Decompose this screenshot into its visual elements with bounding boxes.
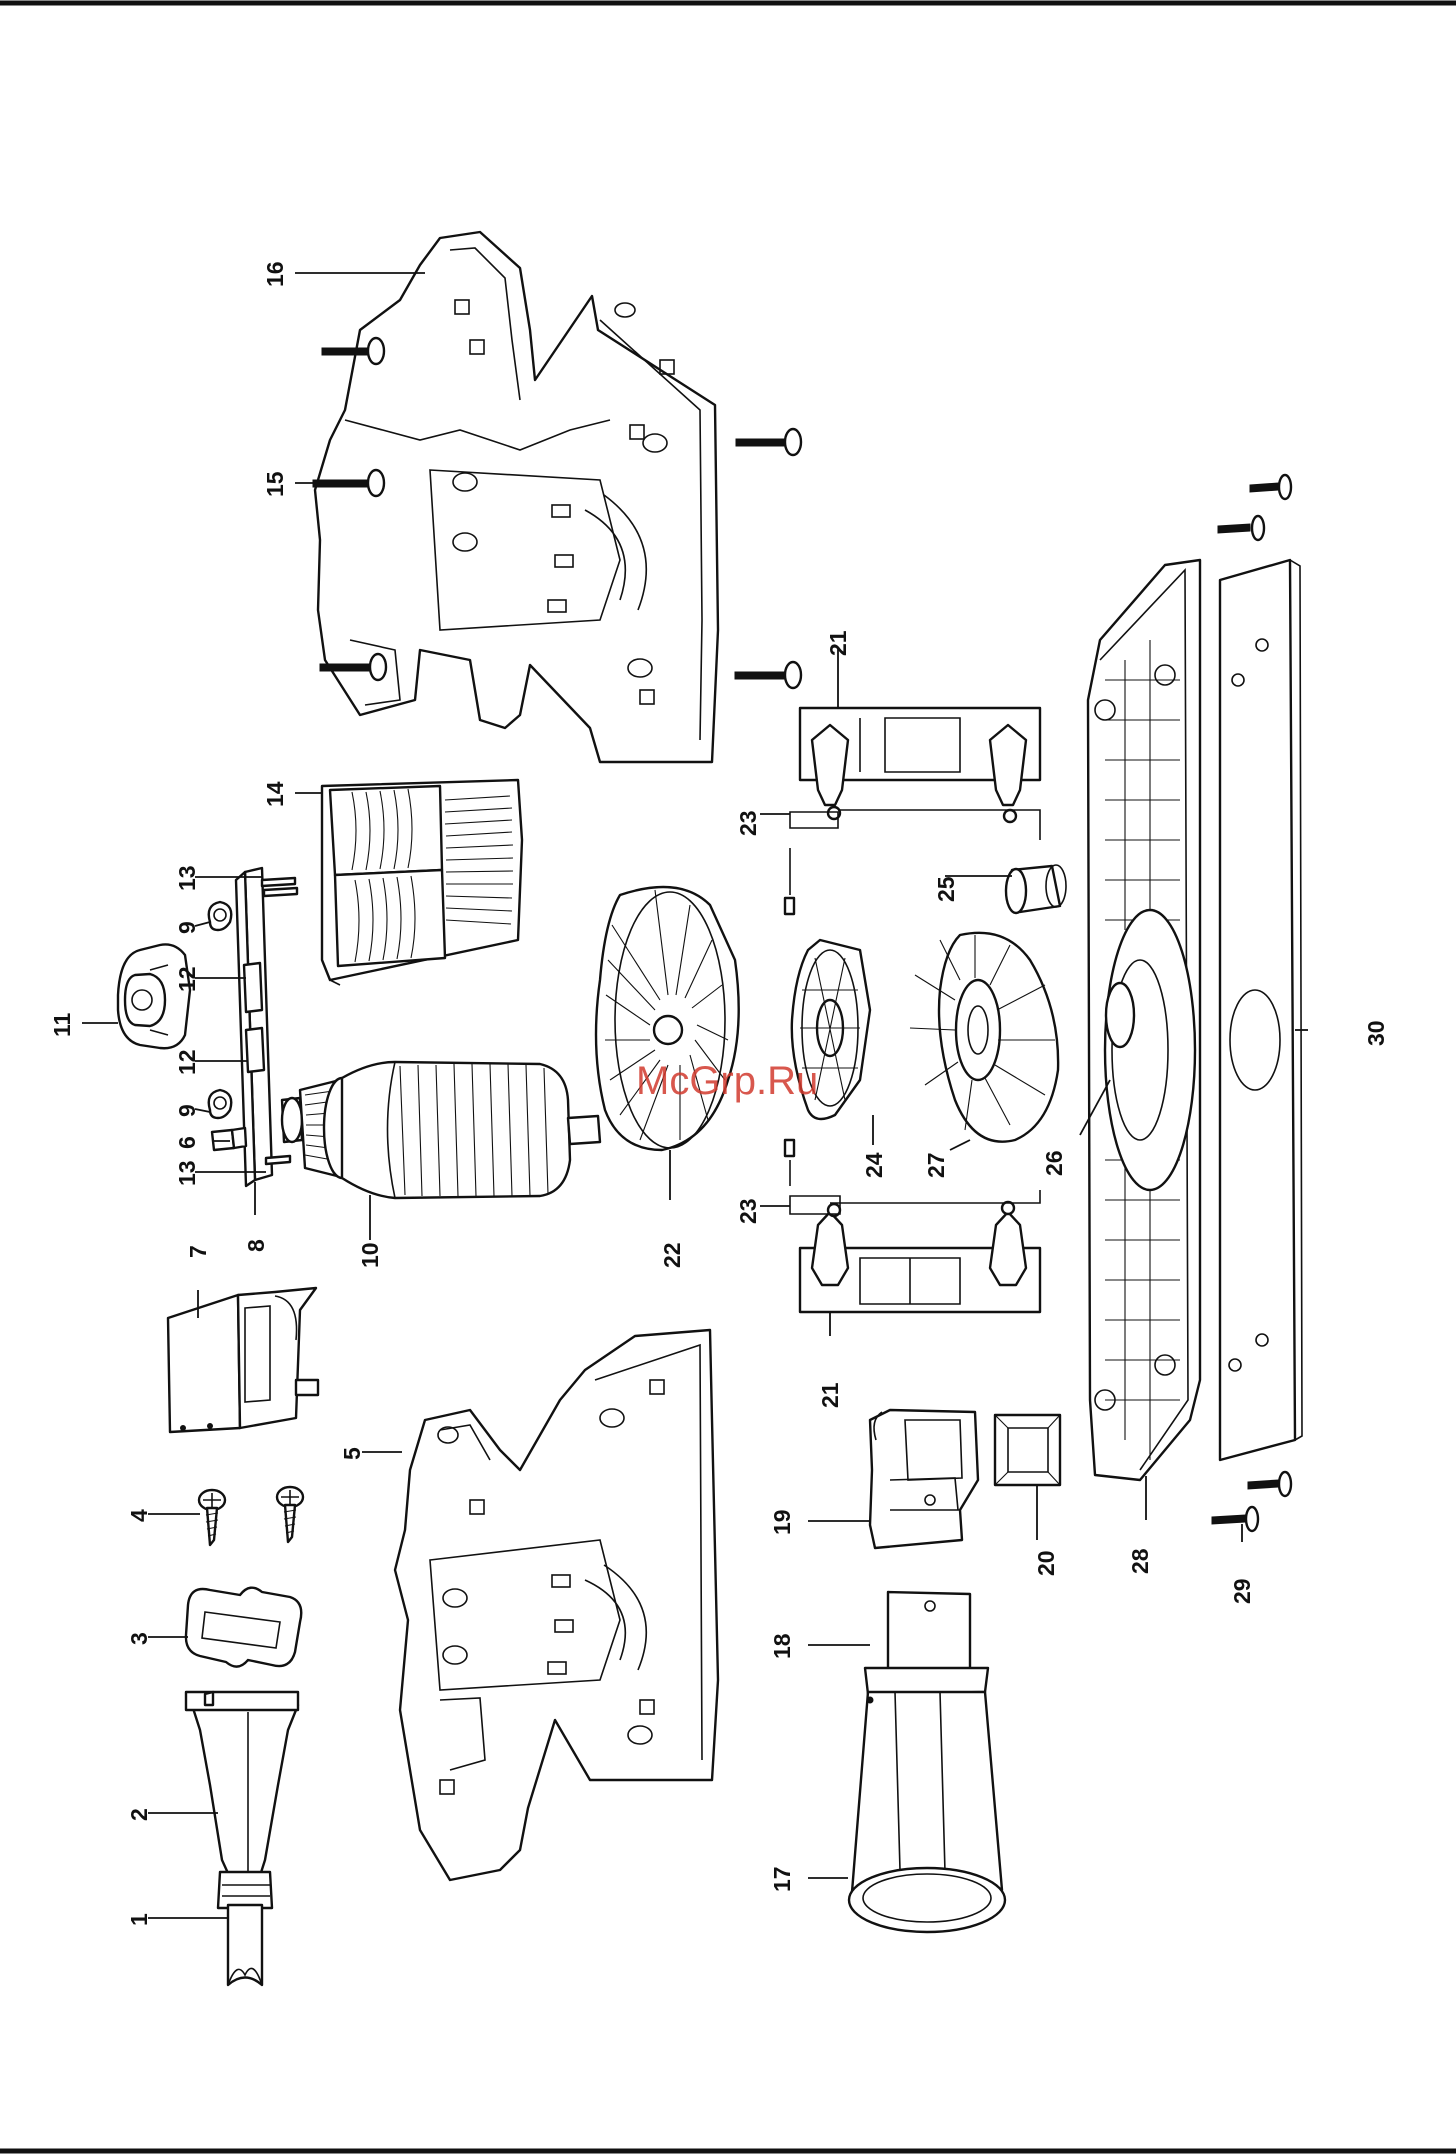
part-housing-5 [395,1330,718,1880]
callout-2: 2 [126,1808,152,1821]
part-fan-27 [910,933,1058,1142]
callout-4: 4 [126,1509,152,1522]
callout-11: 11 [49,1012,75,1037]
part-bushing-25 [1006,865,1066,913]
part-pad [1220,560,1302,1460]
part-switch [168,1288,318,1432]
callout-9-bottom: 9 [174,1104,200,1117]
callout-3: 3 [126,1632,152,1645]
callout-17: 17 [769,1866,795,1892]
callout-19: 19 [769,1509,795,1535]
callout-13-top: 13 [174,865,200,891]
callout-29: 29 [1229,1578,1255,1604]
callout-30: 30 [1363,1020,1389,1046]
callout-26: 26 [1041,1150,1067,1176]
callout-23-top: 23 [735,810,761,836]
part-stator [322,780,522,985]
callout-25: 25 [933,876,959,902]
callout-12-bottom: 12 [174,1049,200,1075]
watermark: McGrp.Ru [636,1059,818,1103]
callout-9-top: 9 [174,921,200,934]
part-cable-sleeve [186,1692,298,1985]
callout-24: 24 [861,1152,887,1178]
part-bracket-21-bottom [785,1140,1040,1312]
callout-14: 14 [262,781,288,807]
callout-1: 1 [126,1913,152,1926]
callout-8: 8 [243,1239,269,1252]
callout-21-top: 21 [825,630,851,656]
part-dust-outlet [849,1592,1005,1932]
part-cable-clamp [186,1588,301,1667]
callout-10: 10 [357,1242,383,1268]
callout-16: 16 [262,261,288,287]
callout-22: 22 [659,1242,685,1268]
callout-28: 28 [1127,1548,1153,1574]
callout-6: 6 [174,1136,200,1149]
callout-13-bottom: 13 [174,1160,200,1186]
part-cap [118,944,190,1048]
callout-21-bottom: 21 [817,1382,843,1408]
callout-27: 27 [923,1152,949,1178]
part-fan-22 [596,887,739,1150]
callout-12-top: 12 [174,966,200,992]
part-screws-4 [199,1487,303,1545]
part-block-20 [995,1415,1060,1485]
callout-20: 20 [1033,1550,1059,1576]
part-block-19 [870,1410,978,1548]
callout-15: 15 [262,471,288,497]
callout-7: 7 [185,1245,211,1258]
callout-23-bottom: 23 [735,1198,761,1224]
callout-5: 5 [339,1447,365,1460]
callout-18: 18 [769,1633,795,1659]
part-bracket-21-top [785,708,1040,914]
part-base-plate [1088,560,1200,1480]
part-armature [282,1062,600,1198]
